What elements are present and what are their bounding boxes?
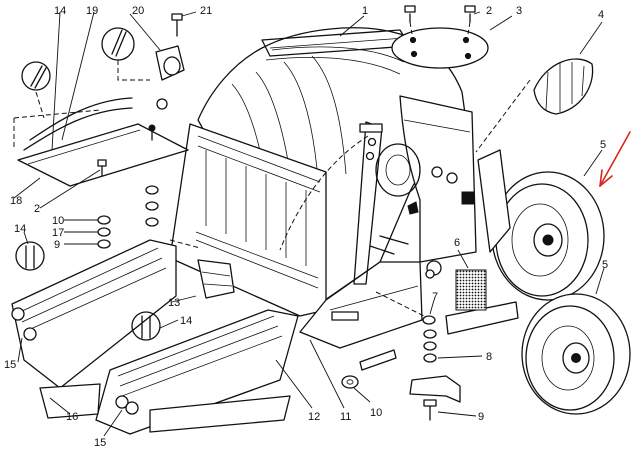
leader-lines <box>13 11 605 437</box>
label-5-lower: 5 <box>602 259 608 271</box>
mounting-plate <box>425 260 487 311</box>
bolt-21 <box>171 13 183 37</box>
label-15-left: 15 <box>4 359 16 371</box>
label-11: 11 <box>340 411 351 423</box>
label-15-bottom: 15 <box>94 437 106 449</box>
pin-circle-14-center <box>131 311 161 341</box>
label-21: 21 <box>200 5 212 17</box>
label-16: 16 <box>66 411 78 423</box>
label-14-left: 14 <box>14 223 26 235</box>
label-5-upper: 5 <box>600 139 606 151</box>
red-arrow-annotation <box>599 131 631 187</box>
label-13: 13 <box>168 297 180 309</box>
label-9-bottom: 9 <box>478 411 484 423</box>
label-1: 1 <box>362 5 368 17</box>
label-19: 19 <box>86 5 98 17</box>
rod-19 <box>13 97 168 151</box>
label-14-top: 14 <box>54 5 66 17</box>
roller-frame-lower <box>39 309 299 435</box>
label-8: 8 <box>486 351 492 363</box>
label-10-bottom: 10 <box>370 407 382 419</box>
washer-stack <box>97 185 159 249</box>
label-3: 3 <box>516 5 522 17</box>
label-20: 20 <box>132 5 144 17</box>
guard-plate-18 <box>17 123 189 187</box>
wheel-bracket <box>445 149 519 335</box>
main-housing <box>169 27 477 349</box>
bushing-20 <box>101 27 185 81</box>
wheel-upper <box>491 171 605 301</box>
label-4: 4 <box>598 9 604 21</box>
label-2-top: 2 <box>486 5 492 17</box>
label-14-center: 14 <box>180 315 192 327</box>
roller-frame-upper <box>11 239 201 389</box>
wheel-lower <box>521 293 631 415</box>
label-18: 18 <box>10 195 22 207</box>
pins-14-left <box>15 241 45 271</box>
label-17: 17 <box>52 227 64 239</box>
label-10-left: 10 <box>52 215 64 227</box>
hub-cover <box>475 58 594 153</box>
label-12: 12 <box>308 411 320 423</box>
label-6: 6 <box>454 237 460 249</box>
label-7: 7 <box>432 291 438 303</box>
label-9-left: 9 <box>54 239 60 251</box>
cover-plate <box>391 27 489 69</box>
bolt-set-2 <box>404 5 476 35</box>
pin-in-circle-14 <box>21 61 51 119</box>
hardware-stack <box>341 315 461 421</box>
label-2-left: 2 <box>34 203 40 215</box>
part-labels: 1 2 3 4 5 5 6 7 8 9 9 10 10 11 12 13 14 … <box>4 5 608 449</box>
